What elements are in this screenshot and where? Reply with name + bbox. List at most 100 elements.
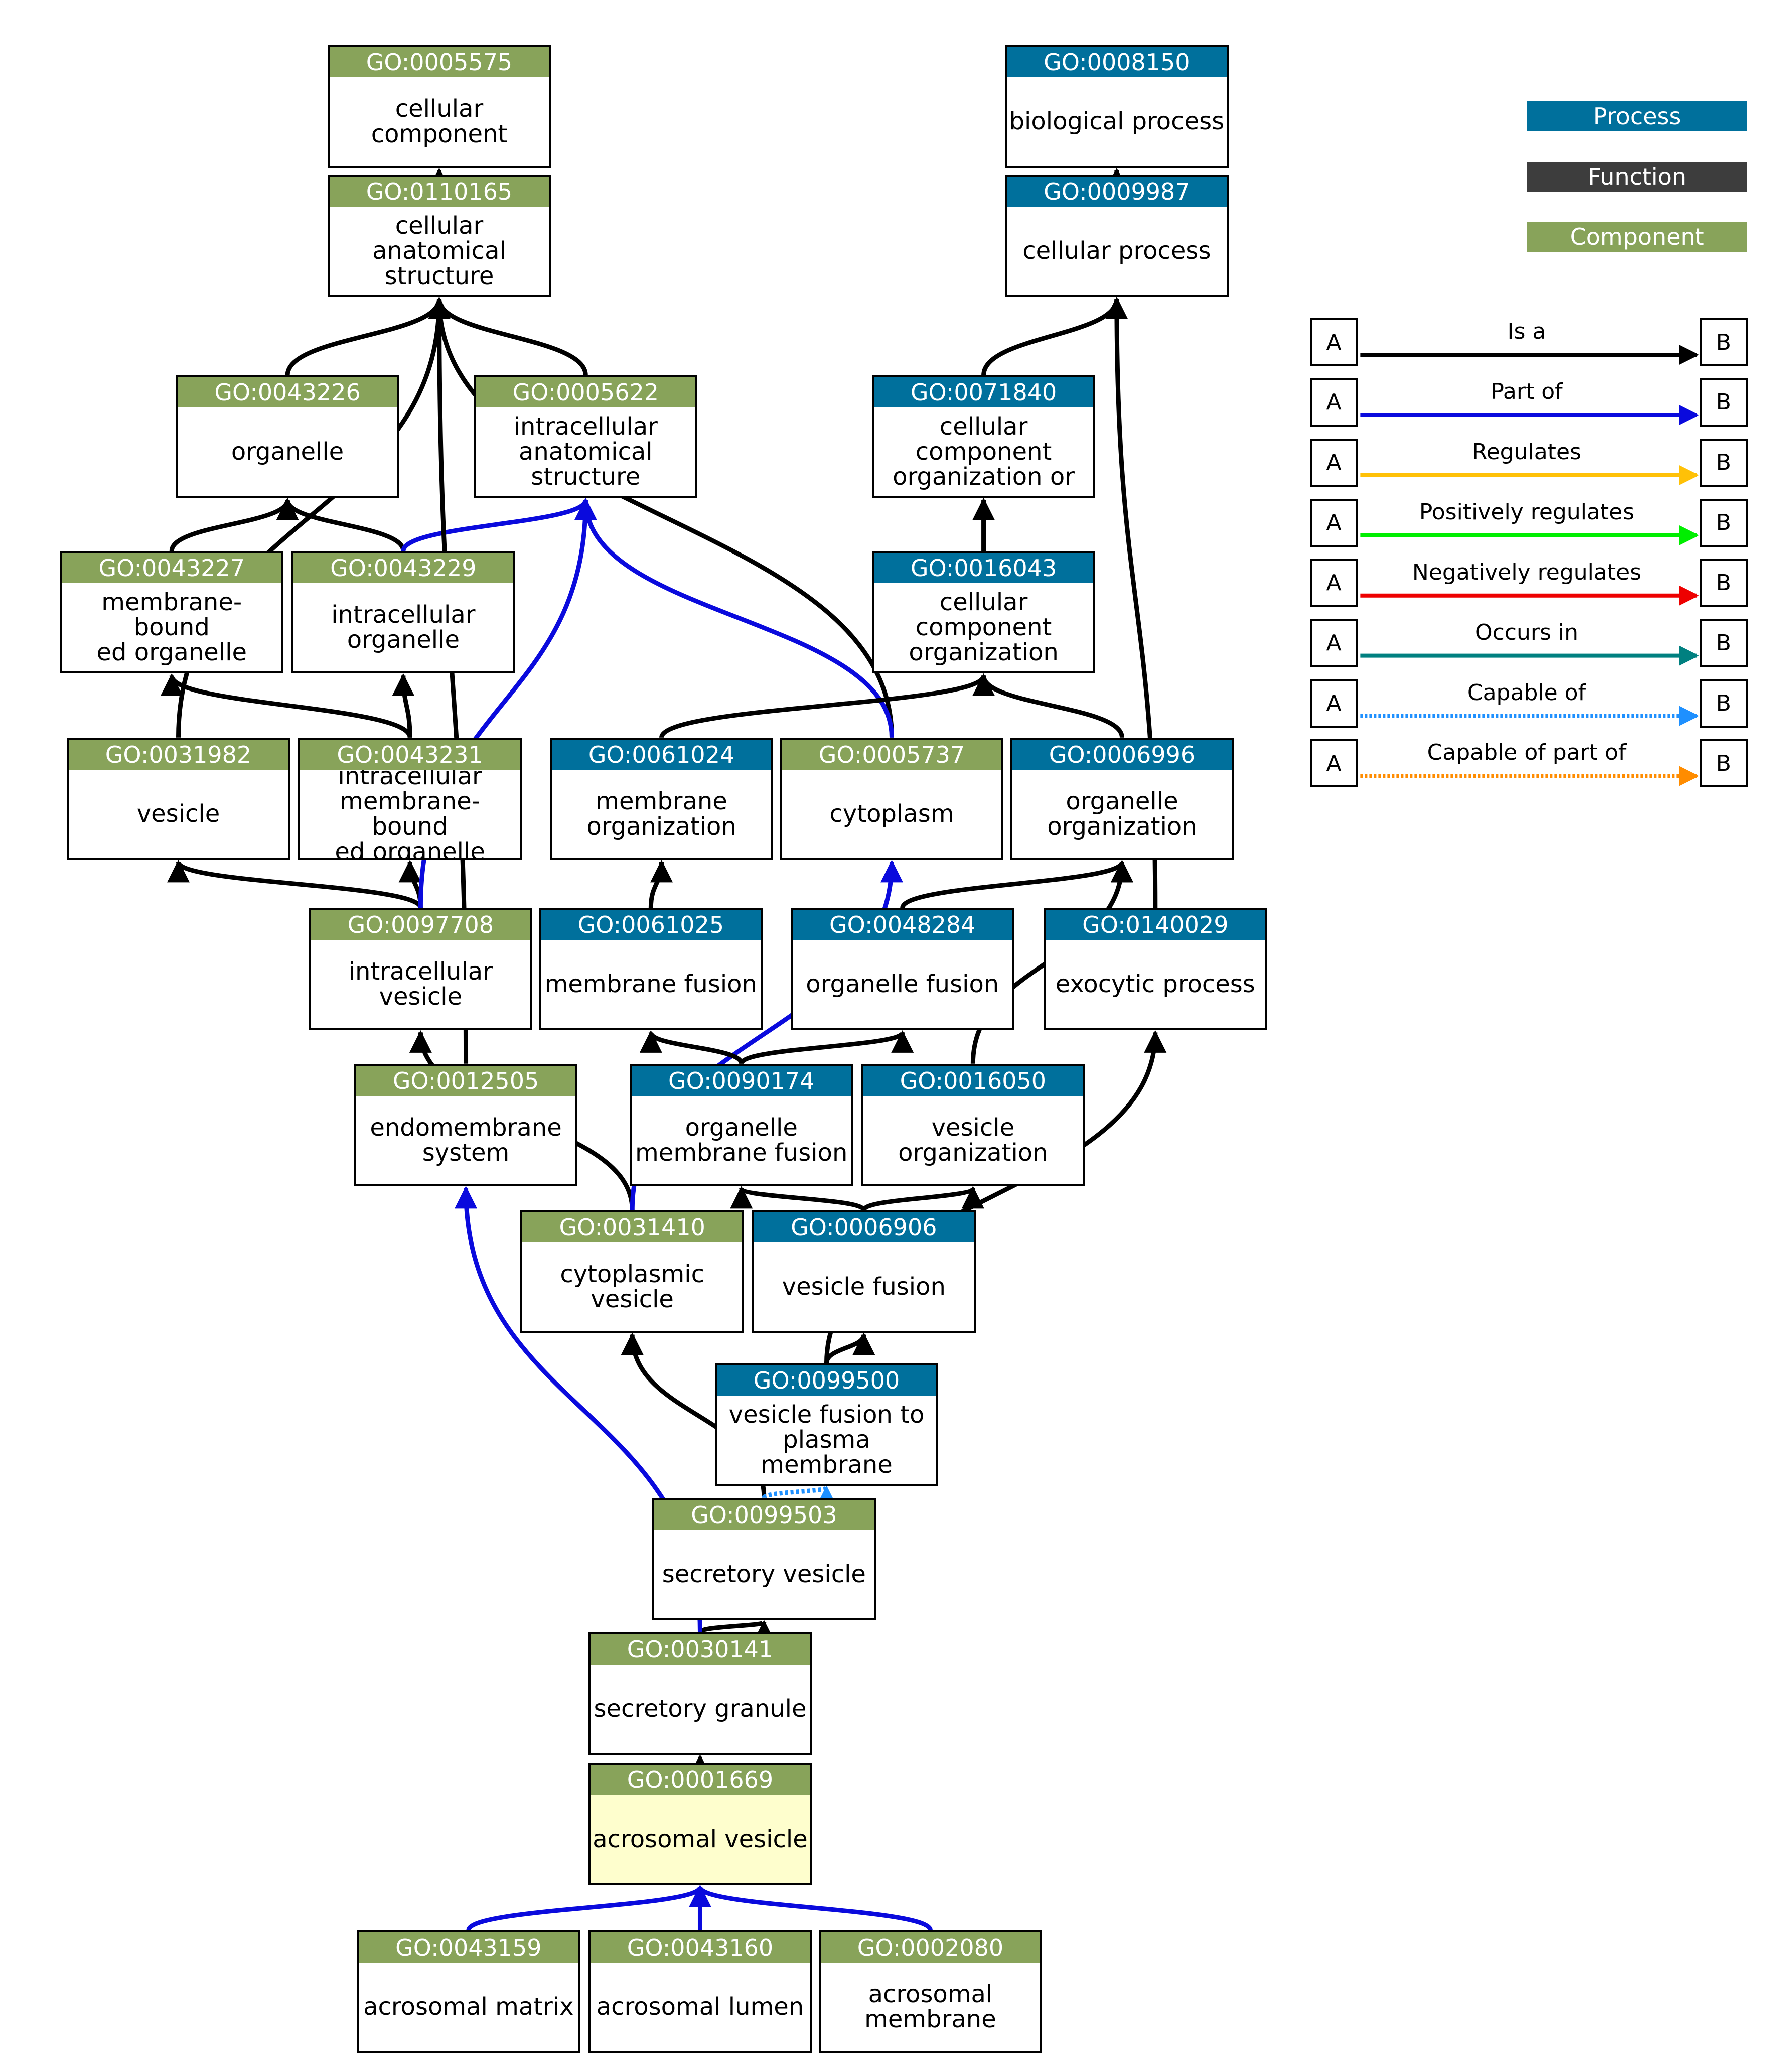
edge-is-a: [739, 1030, 914, 1065]
go-term-label: cytoplasm: [829, 799, 954, 828]
go-term-node[interactable]: GO:0005737 cytoplasm: [780, 737, 1004, 860]
go-term-label: secretory vesicle: [662, 1560, 866, 1588]
go-term-id: GO:0099503: [654, 1499, 874, 1530]
edge-is-a: [169, 497, 299, 552]
go-term-id: GO:0009987: [1007, 176, 1227, 207]
go-term-node[interactable]: GO:0043160 acrosomal lumen: [588, 1930, 812, 2053]
legend-box-a: A: [1309, 498, 1358, 547]
go-term-id: GO:0043159: [359, 1932, 578, 1963]
go-term-id: GO:0110165: [329, 176, 549, 207]
go-term-id: GO:0005737: [782, 739, 1002, 770]
edge-is-a: [428, 297, 895, 738]
go-term-node[interactable]: GO:0043227 membrane-bound ed organelle: [60, 551, 284, 674]
go-term-id: GO:0002080: [820, 1932, 1041, 1963]
edge-part-of: [401, 497, 597, 552]
go-term-id: GO:0061024: [551, 739, 772, 770]
go-term-label: organelle membrane fusion: [635, 1113, 848, 1167]
go-term-node[interactable]: GO:0005622 intracellular anatomical struc…: [474, 375, 698, 498]
go-term-id: GO:0043226: [178, 377, 397, 408]
go-term-node[interactable]: GO:0002080 acrosomal membrane: [818, 1930, 1043, 2053]
legend-relation-label: Negatively regulates: [1412, 559, 1642, 585]
go-term-node[interactable]: GO:0099503 secretory vesicle: [652, 1497, 876, 1620]
legend-process: Process: [1526, 101, 1748, 131]
go-term-label: cellular component organization: [909, 588, 1059, 667]
legend-box-a: A: [1309, 739, 1358, 788]
legend-relation-label: Positively regulates: [1419, 499, 1635, 525]
go-term-label: membrane fusion: [544, 970, 757, 999]
edge-is-a: [640, 1030, 744, 1065]
edge-is-a: [659, 673, 995, 739]
go-term-label: acrosomal lumen: [596, 1992, 804, 2021]
go-term-label: cellular process: [1022, 236, 1211, 265]
go-term-label: vesicle: [136, 799, 220, 828]
legend-relation-label: Regulates: [1472, 439, 1581, 465]
legend-box-b: B: [1699, 559, 1748, 607]
legend-box-a: A: [1309, 318, 1358, 367]
go-term-id: GO:0016050: [863, 1065, 1083, 1096]
go-term-node[interactable]: GO:0043226 organelle: [176, 375, 399, 498]
legend-box-a: A: [1309, 679, 1358, 728]
legend-relation-label: Part of: [1491, 378, 1563, 404]
go-term-id: GO:0140029: [1045, 910, 1265, 940]
go-term-id: GO:0031982: [68, 739, 288, 770]
go-term-id: GO:0043160: [590, 1932, 810, 1963]
legend-component: Component: [1526, 222, 1748, 252]
legend-box-b: B: [1699, 438, 1748, 487]
go-term-label: intracellular membrane-bound ed organell…: [335, 769, 485, 858]
legend-box-a: A: [1309, 619, 1358, 667]
edge-is-a: [900, 860, 1133, 909]
legend-box-a: A: [1309, 438, 1358, 487]
go-term-label: vesicle fusion to plasma membrane: [728, 1400, 925, 1479]
go-term-id: GO:0043227: [62, 553, 282, 584]
go-term-id: GO:0030141: [590, 1634, 810, 1665]
edge-part-of: [466, 1885, 711, 1931]
go-term-id: GO:0006996: [1012, 739, 1232, 770]
go-term-node[interactable]: GO:0009987 cellular process: [1005, 174, 1229, 297]
go-term-node[interactable]: GO:0043159 acrosomal matrix: [357, 1930, 580, 2053]
go-term-id: GO:0061025: [541, 910, 761, 940]
edge-is-a: [861, 1186, 984, 1211]
go-term-id: GO:0005622: [476, 377, 696, 408]
legend-box-b: B: [1699, 679, 1748, 728]
go-term-label: membrane-bound ed organelle: [96, 588, 247, 667]
edge-is-a: [285, 297, 451, 376]
legend-relation-label: Is a: [1507, 319, 1546, 345]
legend-box-b: B: [1699, 739, 1748, 788]
legend-box-b: B: [1699, 619, 1748, 667]
go-term-label: intracellular organelle: [331, 601, 476, 654]
go-term-node[interactable]: GO:0061025 membrane fusion: [539, 908, 763, 1031]
go-term-label: acrosomal matrix: [363, 1992, 574, 2021]
edge-is-a: [392, 673, 415, 738]
go-term-node[interactable]: GO:0031982 vesicle: [66, 737, 290, 860]
edge-is-a: [276, 497, 406, 552]
edge-part-of: [689, 1885, 933, 1931]
go-term-id: GO:0031410: [522, 1212, 743, 1242]
go-term-label: intracellular anatomical structure: [513, 412, 658, 491]
legend-box-b: B: [1699, 318, 1748, 367]
edge-part-of: [574, 497, 895, 738]
go-term-label: organelle: [231, 438, 344, 466]
legend-box-a: A: [1309, 378, 1358, 427]
go-term-label: acrosomal membrane: [864, 1980, 996, 2033]
